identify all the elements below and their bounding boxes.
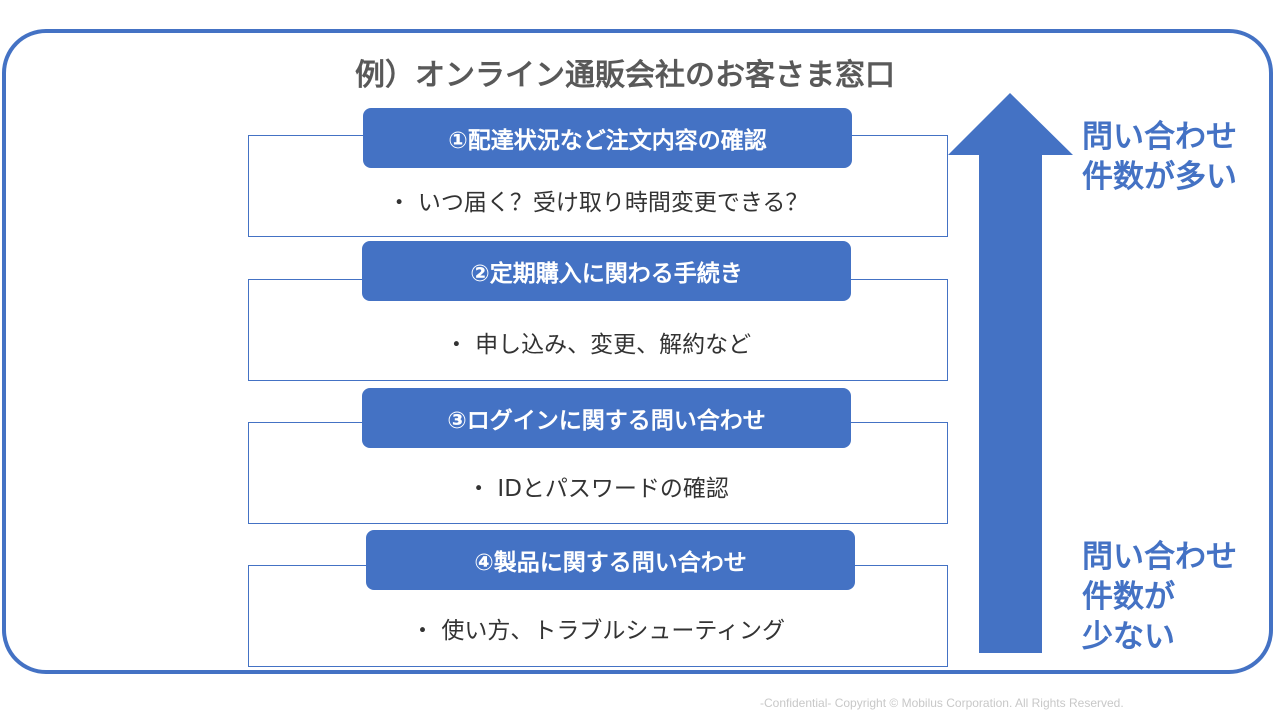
up-arrow-icon (948, 93, 1073, 653)
arrow-bottom-label: 問い合わせ 件数が 少ない (1082, 537, 1237, 657)
arrow-bottom-label-line-1: 問い合わせ (1082, 539, 1237, 575)
item-desc-2: ・ 申し込み、変更、解約など (444, 332, 752, 358)
item-desc-4: ・ 使い方、トラブルシューティング (411, 618, 785, 644)
item-desc-3: ・ IDとパスワードの確認 (467, 476, 729, 502)
item-header-1: ①配達状況など注文内容の確認 (363, 108, 852, 168)
arrow-bottom-label-line-2: 件数が (1082, 579, 1175, 615)
item-header-4: ④製品に関する問い合わせ (366, 530, 855, 590)
arrow-top-label: 問い合わせ 件数が多い (1082, 117, 1237, 197)
copyright-footer: -Confidential- Copyright © Mobilus Corpo… (760, 696, 1124, 710)
arrow-bottom-label-line-3: 少ない (1082, 619, 1175, 655)
arrow-top-label-line-2: 件数が多い (1082, 159, 1237, 195)
rounded-frame (2, 29, 1273, 674)
slide-title: 例）オンライン通販会社のお客さま窓口 (355, 58, 895, 93)
item-header-2: ②定期購入に関わる手続き (362, 241, 851, 301)
item-desc-1: ・ いつ届く？受け取り時間変更できる？ (387, 190, 809, 216)
arrow-top-label-line-1: 問い合わせ (1082, 119, 1237, 155)
item-header-3: ③ログインに関する問い合わせ (362, 388, 851, 448)
